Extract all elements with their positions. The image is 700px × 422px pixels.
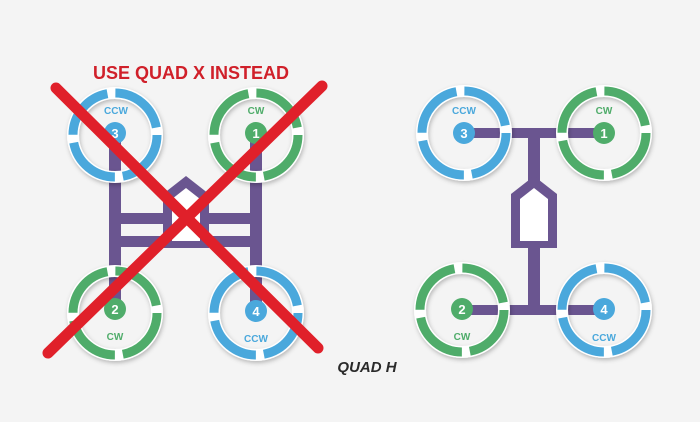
rotation-label: CW (107, 332, 124, 343)
right-motor-3: 3 CCW (416, 85, 512, 181)
rotation-label: CCW (592, 333, 616, 344)
right-body (511, 176, 557, 248)
rotation-label: CCW (244, 334, 268, 345)
cw-ring (68, 266, 162, 360)
motor-number: 4 (600, 302, 608, 317)
left-motor-4: 4 CCW (208, 265, 304, 361)
right-diagram: 3 CCW 1 CW 2 CW 4 CCW (414, 85, 652, 358)
motor-badge (104, 298, 126, 320)
quad-h-caption: QUAD H (337, 359, 397, 376)
warning-text: USE QUAD X INSTEAD (93, 63, 289, 83)
ccw-ring (557, 263, 651, 357)
motor-number: 2 (458, 302, 465, 317)
motor-number: 2 (111, 302, 118, 317)
ccw-ring (209, 266, 303, 360)
left-diagram: 3 CCW 1 CW 2 CW 4 CCW (42, 63, 398, 376)
motor-badge (453, 122, 475, 144)
cw-ring (415, 263, 509, 357)
rotation-label: CCW (104, 106, 128, 117)
motor-number: 1 (600, 126, 607, 141)
rotation-label: CW (454, 332, 471, 343)
cw-ring (209, 88, 303, 182)
ccw-ring (417, 86, 511, 180)
rotation-label: CW (596, 106, 613, 117)
motor-badge (451, 298, 473, 320)
left-motor-2: 2 CW (67, 265, 163, 361)
motor-number: 4 (252, 304, 260, 319)
motor-number: 3 (460, 126, 467, 141)
right-motor-4: 4 CCW (556, 262, 652, 358)
cw-ring (557, 86, 651, 180)
right-frame (467, 128, 607, 315)
right-motor-2: 2 CW (414, 262, 510, 358)
right-motor-1: 1 CW (556, 85, 652, 181)
rotation-label: CW (248, 106, 265, 117)
motor-badge (245, 300, 267, 322)
motor-badge (593, 298, 615, 320)
motor-number: 3 (111, 126, 118, 141)
rotation-label: CCW (452, 106, 476, 117)
cross-out-mark (42, 80, 328, 359)
motor-number: 1 (252, 126, 259, 141)
left-motor-1: 1 CW (208, 87, 304, 183)
motor-badge (593, 122, 615, 144)
